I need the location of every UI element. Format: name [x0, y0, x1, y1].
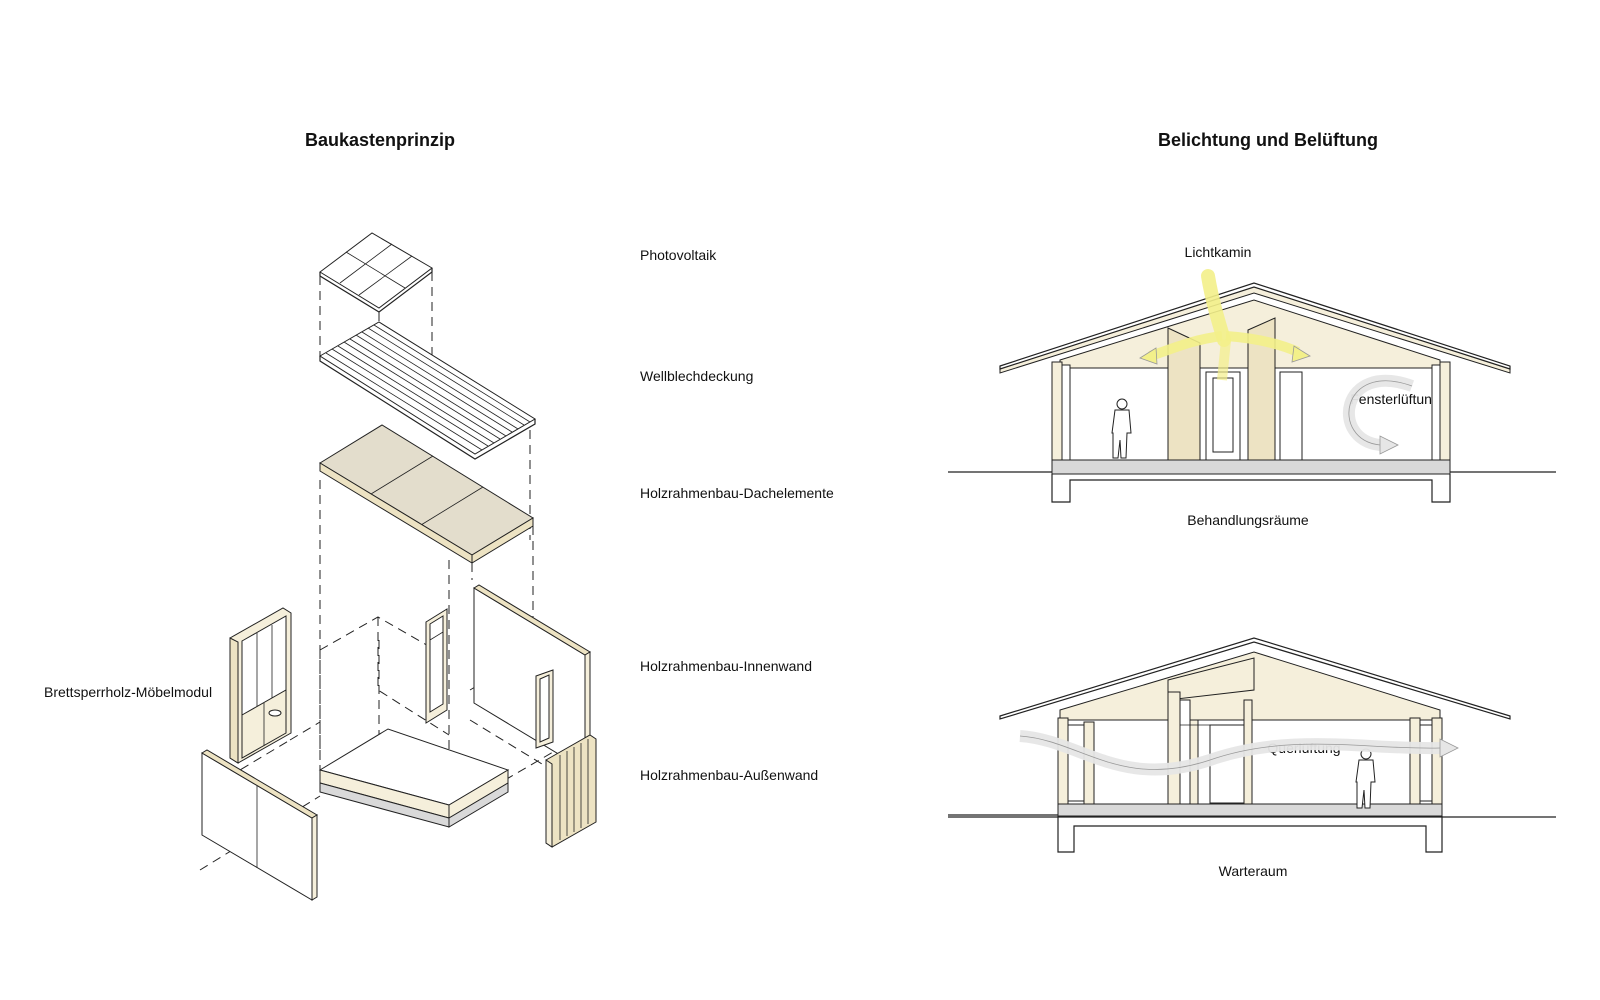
label-moebelmodul: Brettsperrholz-Möbelmodul — [44, 684, 213, 700]
aussenwand-right-wall — [473, 584, 591, 771]
querlueftung-arrow — [1019, 730, 1459, 776]
light-arrows — [1139, 269, 1311, 381]
moebelmodul-furniture — [229, 607, 292, 764]
person-figure-bottom — [1355, 748, 1376, 809]
aussenwand-facade-element — [545, 734, 597, 848]
caption-behandlungsraeume: Behandlungsräume — [1187, 512, 1309, 528]
section-warteraum — [948, 637, 1556, 853]
label-dachelemente: Holzrahmenbau-Dachelemente — [640, 485, 834, 501]
caption-warteraum: Warteraum — [1218, 863, 1288, 879]
label-photovoltaik: Photovoltaik — [640, 247, 717, 263]
label-lichtkamin: Lichtkamin — [1184, 244, 1252, 260]
dachelemente-roof-panels — [319, 424, 534, 720]
label-innenwand: Holzrahmenbau-Innenwand — [640, 658, 812, 674]
title-belichtung: Belichtung und Belüftung — [1158, 130, 1378, 150]
aussenwand-left-wall — [201, 749, 318, 901]
label-aussenwand: Holzrahmenbau-Außenwand — [640, 767, 819, 783]
title-baukastenprinzip: Baukastenprinzip — [305, 130, 456, 150]
wellblech-roof — [319, 321, 536, 460]
person-figure-top — [1111, 398, 1132, 459]
floor-slab — [318, 728, 510, 828]
section-behandlungsraeume — [948, 269, 1556, 503]
innenwand-door — [425, 608, 448, 724]
label-fensterlueftung: Fensterlüftung — [1350, 391, 1440, 407]
fensterlueftung-arrow — [1342, 374, 1415, 455]
label-wellblechdeckung: Wellblechdeckung — [640, 368, 754, 384]
